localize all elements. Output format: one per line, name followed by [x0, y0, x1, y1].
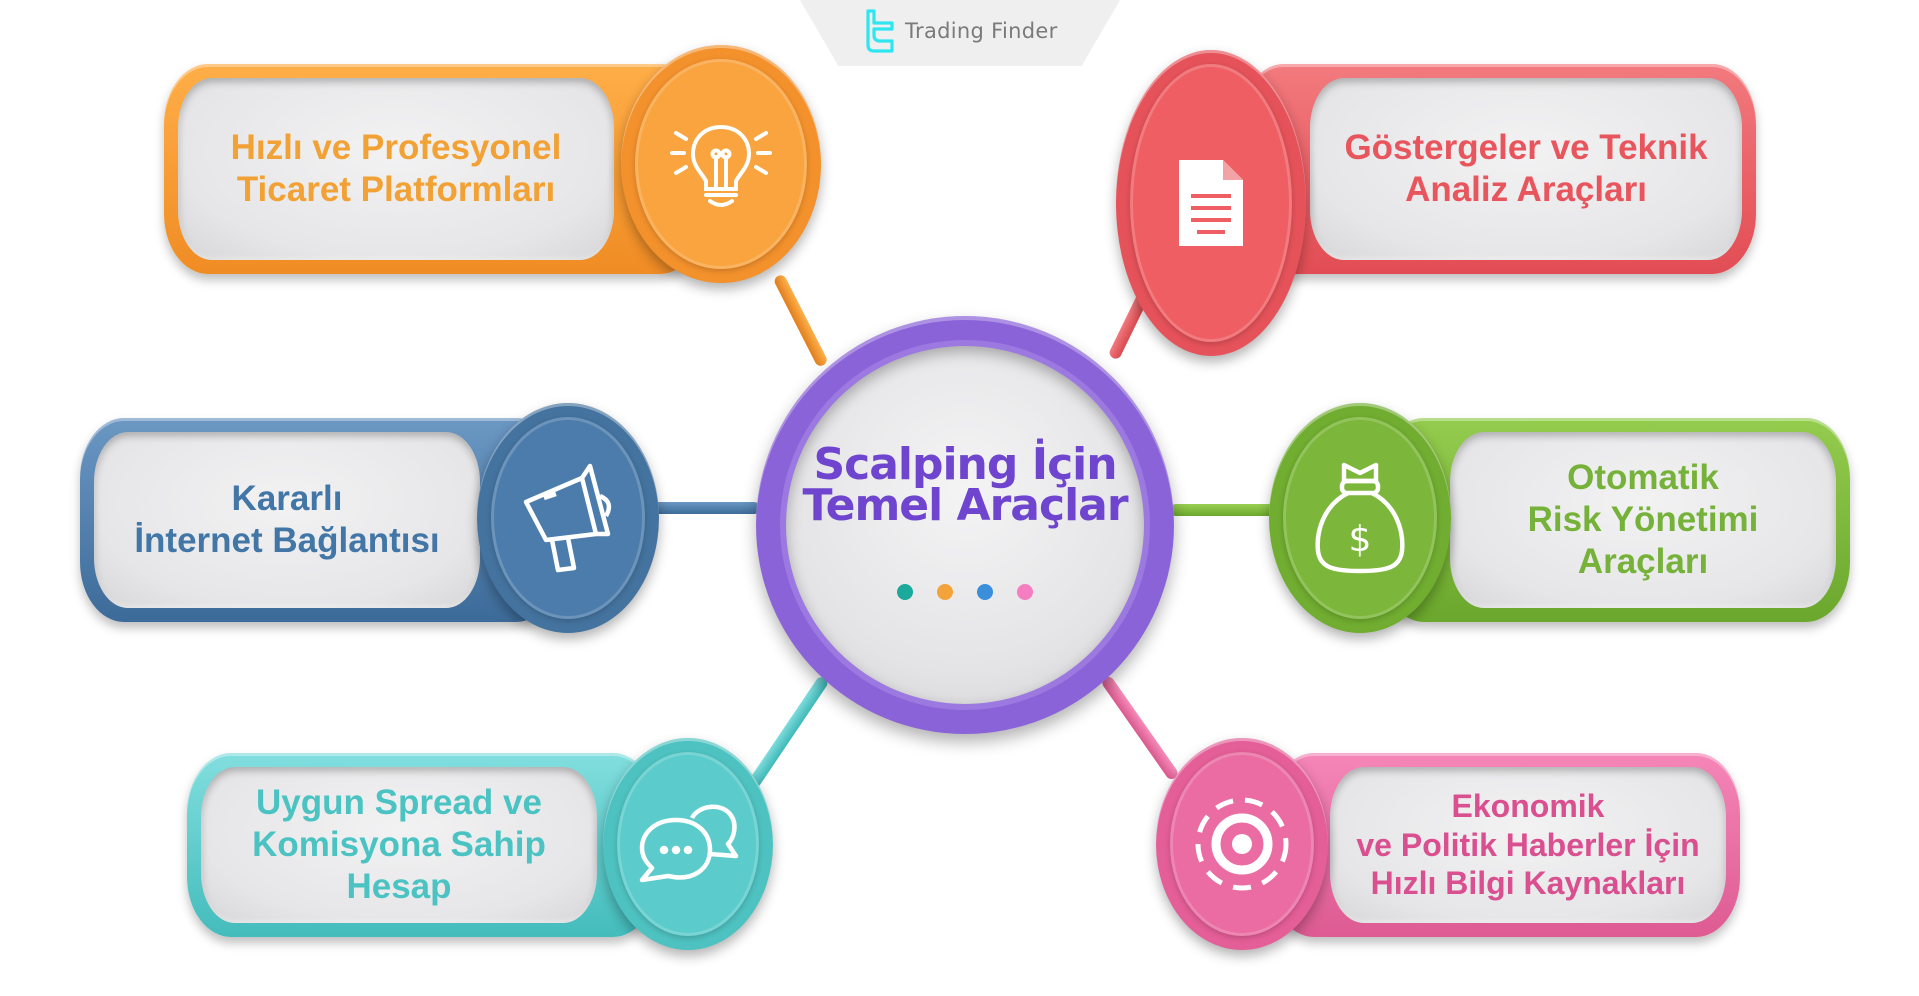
node-teal-panel: Uygun Spread ve Komisyona Sahip Hesap — [187, 753, 657, 937]
node-orange-badge — [621, 45, 821, 283]
center-title-line2: Temel Araçlar — [802, 480, 1128, 531]
dot-pink — [1017, 583, 1033, 600]
svg-text:$: $ — [1349, 519, 1372, 560]
brand-name: Trading Finder — [905, 19, 1058, 43]
center-dots — [897, 583, 1033, 600]
node-teal-line2: Komisyona Sahip Hesap — [252, 825, 546, 906]
node-blue-badge — [477, 403, 659, 633]
money-bag-icon: $ — [1315, 462, 1405, 574]
connector-orange — [772, 273, 829, 368]
node-pink-badge — [1156, 738, 1328, 950]
brand: Trading Finder — [865, 8, 1058, 54]
node-green-line2: Risk Yönetimi — [1527, 500, 1759, 539]
center-title-line1: Scalping İçin — [813, 439, 1117, 491]
connector-pink — [1100, 674, 1180, 782]
header-tab — [800, 0, 1120, 66]
center-hub: Scalping İçin Temel Araçlar — [756, 316, 1174, 734]
node-orange-line2: Ticaret Platformları — [236, 170, 556, 209]
node-red-line1: Göstergeler ve Teknik — [1344, 128, 1708, 167]
node-orange-panel: Hızlı ve Profesyonel Ticaret Platformlar… — [164, 64, 704, 274]
node-teal-badge — [603, 738, 773, 950]
node-green-line1: Otomatik — [1567, 458, 1719, 497]
node-pink-line3: Hızlı Bilgi Kaynakları — [1370, 865, 1686, 902]
node-red-panel: Göstergeler ve Teknik Analiz Araçları — [1240, 64, 1756, 274]
connector-teal — [747, 674, 830, 790]
node-green-badge: $ — [1269, 403, 1451, 633]
node-pink-panel: Ekonomik ve Politik Haberler İçin Hızlı … — [1270, 753, 1740, 937]
document-icon — [1179, 160, 1243, 246]
node-blue-line2: İnternet Bağlantısı — [134, 521, 440, 560]
node-red-badge — [1116, 50, 1306, 356]
node-blue-line1: Kararlı — [231, 479, 343, 518]
dot-orange — [937, 583, 953, 600]
connector-blue — [650, 502, 760, 514]
megaphone-icon — [523, 463, 612, 573]
node-teal-line1: Uygun Spread ve — [256, 783, 542, 822]
lightbulb-icon — [670, 124, 772, 207]
trading-finder-logo-icon — [866, 9, 894, 53]
connector-green — [1170, 504, 1275, 516]
dot-teal — [897, 583, 913, 600]
node-pink-line1: Ekonomik — [1451, 788, 1605, 825]
chat-bubbles-icon — [639, 804, 739, 883]
target-icon — [1195, 797, 1289, 891]
node-pink-line2: ve Politik Haberler İçin — [1356, 826, 1700, 863]
node-orange-line1: Hızlı ve Profesyonel — [230, 128, 562, 167]
node-green-line3: Araçları — [1577, 542, 1709, 581]
node-red-line2: Analiz Araçları — [1405, 170, 1647, 209]
node-green-panel: Otomatik Risk Yönetimi Araçları — [1380, 418, 1850, 622]
dot-blue — [977, 583, 993, 600]
